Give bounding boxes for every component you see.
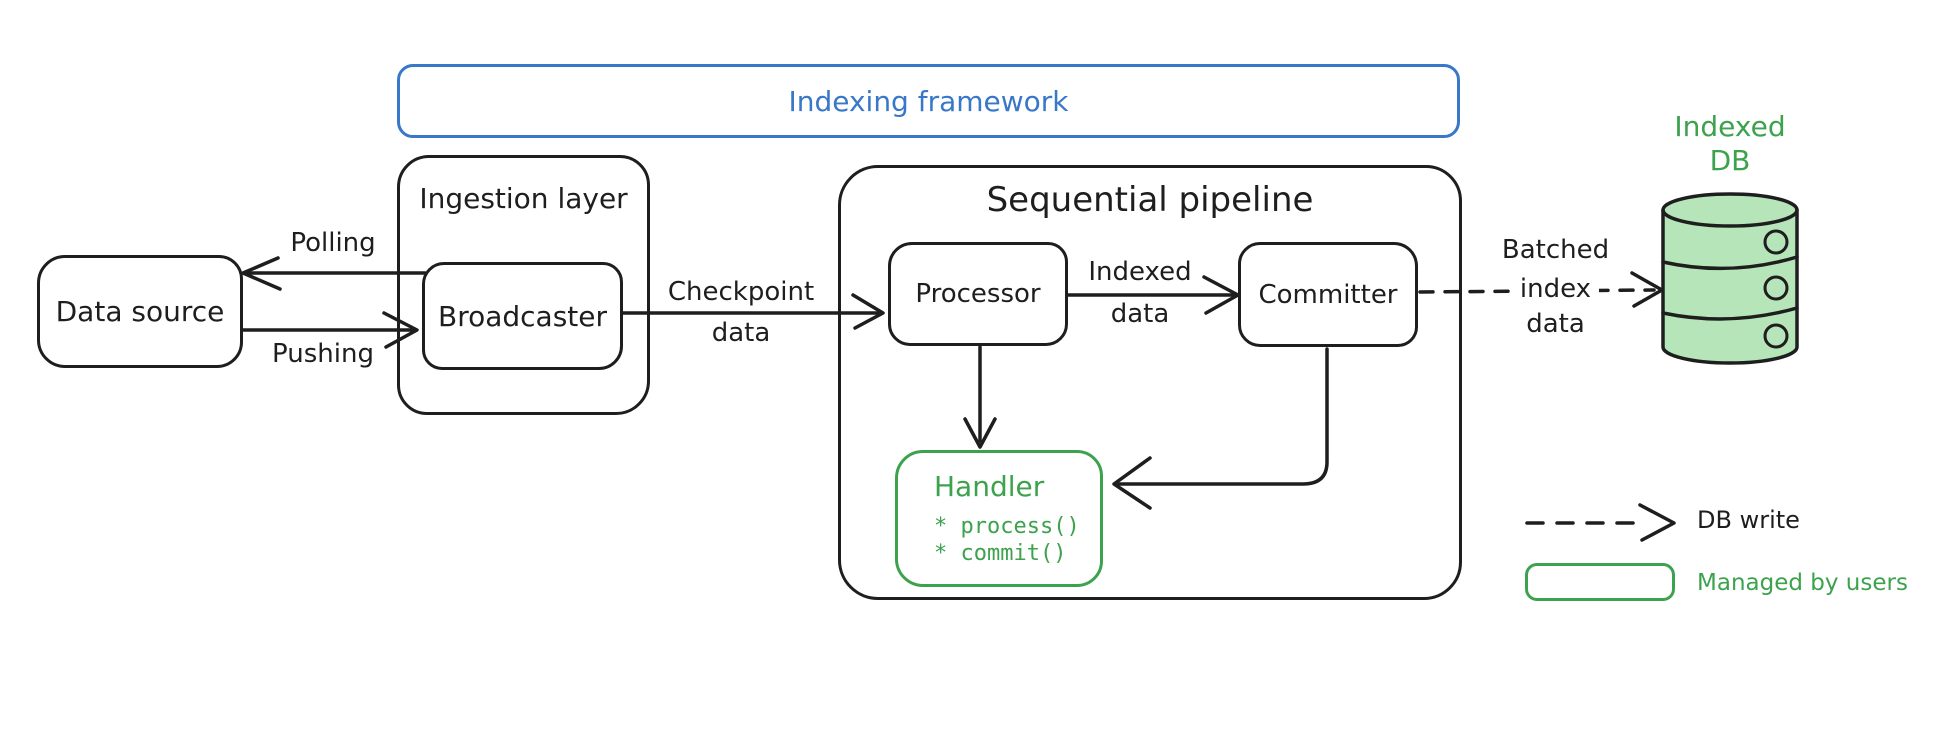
checkpoint-label-line2: data [711, 318, 771, 348]
data-source-box: Data source [37, 255, 243, 368]
broadcaster-label: Broadcaster [437, 299, 608, 333]
indexing-framework-box: Indexing framework [397, 64, 1460, 138]
batched-label-line3: data [1526, 309, 1585, 339]
checkpoint-label-line1: Checkpoint [667, 277, 815, 307]
legend-db-write-label: DB write [1697, 506, 1800, 534]
broadcaster-box: Broadcaster [422, 262, 623, 370]
handler-method-process: * process() [934, 514, 1080, 539]
sequential-pipeline-label: Sequential pipeline [986, 180, 1314, 220]
batched-label-line2-wrap: index [1483, 274, 1628, 304]
processor-box: Processor [888, 242, 1068, 346]
committer-box: Committer [1238, 242, 1418, 347]
legend-db-write-arrow [1525, 503, 1676, 542]
indexing-framework-label: Indexing framework [788, 84, 1069, 118]
pushing-label: Pushing [272, 339, 374, 369]
ingestion-layer-box: Ingestion layer [397, 155, 650, 415]
handler-title: Handler [934, 470, 1045, 503]
legend-managed-label: Managed by users [1697, 570, 1908, 596]
indexed-db-label-line1: Indexed [1674, 110, 1786, 143]
handler-box: Handler * process() * commit() [895, 450, 1103, 587]
processor-label: Processor [915, 279, 1041, 309]
handler-method-commit: * commit() [934, 541, 1067, 566]
sequential-pipeline-box: Sequential pipeline [838, 165, 1462, 600]
committer-label: Committer [1258, 279, 1398, 310]
indexed-data-label-line2: data [1110, 299, 1170, 329]
legend-managed-box [1525, 563, 1675, 601]
indexed-db-label: Indexed DB [1650, 110, 1810, 178]
database-icon [1661, 192, 1799, 365]
indexed-db-label-line2: DB [1709, 144, 1751, 177]
indexed-data-label-line1: Indexed [1088, 257, 1192, 287]
batched-label-line2: index [1511, 274, 1600, 304]
data-source-label: Data source [55, 295, 225, 328]
batched-label-line1: Batched [1501, 235, 1610, 265]
polling-label: Polling [290, 228, 376, 258]
ingestion-layer-label: Ingestion layer [419, 182, 628, 215]
